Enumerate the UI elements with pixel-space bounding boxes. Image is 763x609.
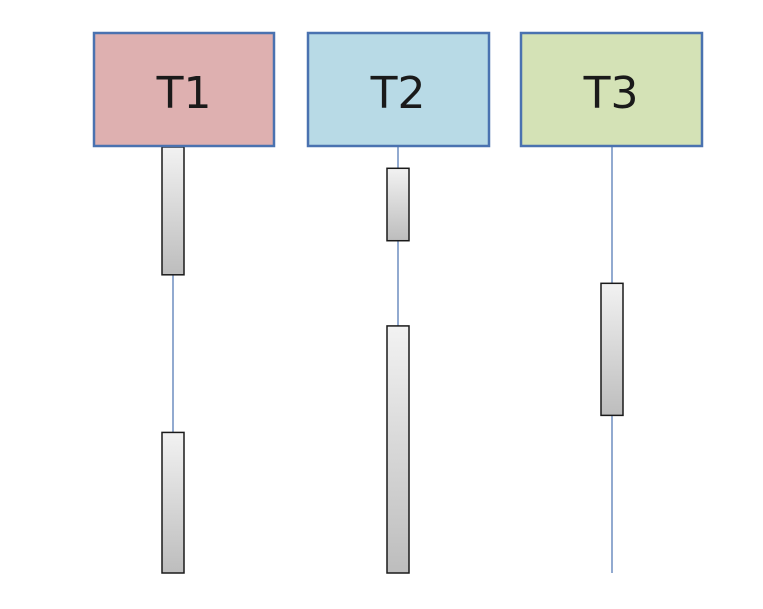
- activation-bar-t1-2: [161, 431, 185, 574]
- activations-t2: [386, 167, 410, 574]
- thread-t1: T1: [92, 31, 276, 574]
- activations-t3: [600, 282, 624, 417]
- thread-label-t1: T1: [156, 68, 212, 119]
- thread-label-t2: T2: [370, 68, 426, 119]
- activations-t1: [161, 146, 185, 574]
- thread-box-t1[interactable]: [92, 31, 276, 148]
- thread-box-t3[interactable]: [519, 31, 704, 148]
- activation-bar-t3-1: [600, 282, 624, 417]
- activation-bar-t2-1: [386, 167, 410, 242]
- activation-bar-t2-2: [386, 325, 410, 574]
- activation-bar-t1-1: [161, 146, 185, 276]
- thread-label-t3: T3: [583, 68, 639, 119]
- thread-t2: T2: [306, 31, 491, 574]
- thread-t3: T3: [519, 31, 704, 573]
- thread-box-t2[interactable]: [306, 31, 491, 148]
